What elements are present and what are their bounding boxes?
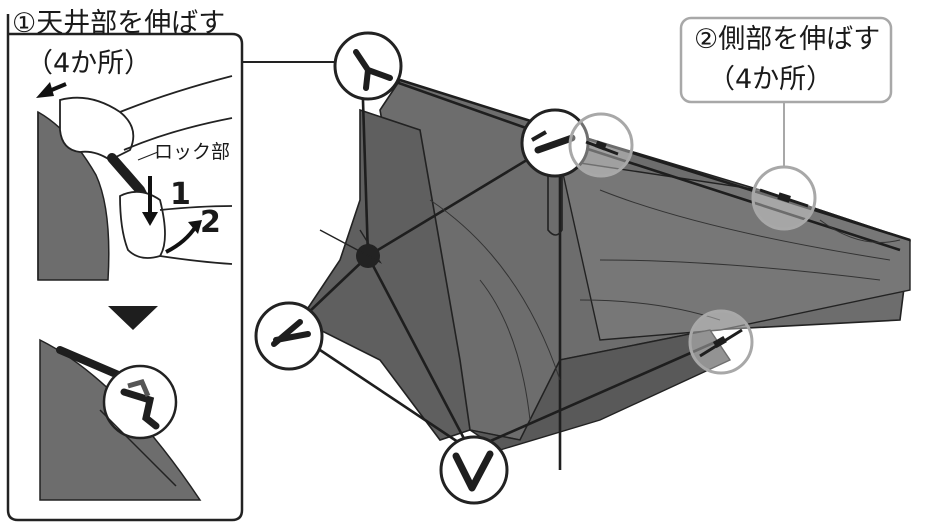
step2-callouts <box>568 16 893 375</box>
canopy-side-panel <box>298 108 471 441</box>
step2-count: （4か所） <box>708 64 834 95</box>
lock-detail-illustration <box>39 338 202 501</box>
callout-joint-left <box>254 301 324 371</box>
hand-pull-illustration <box>36 75 233 281</box>
lower-hand <box>119 190 166 259</box>
upper-hand <box>59 96 135 162</box>
step1-title: ①天井部を伸ばす <box>12 8 226 39</box>
step2-title: ②側部を伸ばす <box>694 24 881 55</box>
step-number-2: 2 <box>200 205 221 240</box>
step2-label-box <box>679 16 893 104</box>
canopy-illustration <box>289 68 911 470</box>
lock-part-label: ロック部 <box>154 141 231 163</box>
callout-side-1 <box>568 112 634 178</box>
sequence-triangle <box>108 306 158 330</box>
arrow-2 <box>165 224 198 254</box>
step1-callouts <box>254 31 590 505</box>
canopy-frame <box>289 68 911 470</box>
hanging-strap <box>547 170 563 236</box>
callout-side-3 <box>688 309 754 375</box>
callout-side-2 <box>751 165 817 231</box>
callout-joint-bottom <box>439 435 509 505</box>
step1-count: （4か所） <box>26 48 152 79</box>
step1-panel-border <box>6 14 244 522</box>
callout-joint-top-left <box>333 31 403 101</box>
step1-panel <box>6 14 345 522</box>
step-number-1: 1 <box>170 177 191 212</box>
lock-detail-circle <box>102 364 178 440</box>
